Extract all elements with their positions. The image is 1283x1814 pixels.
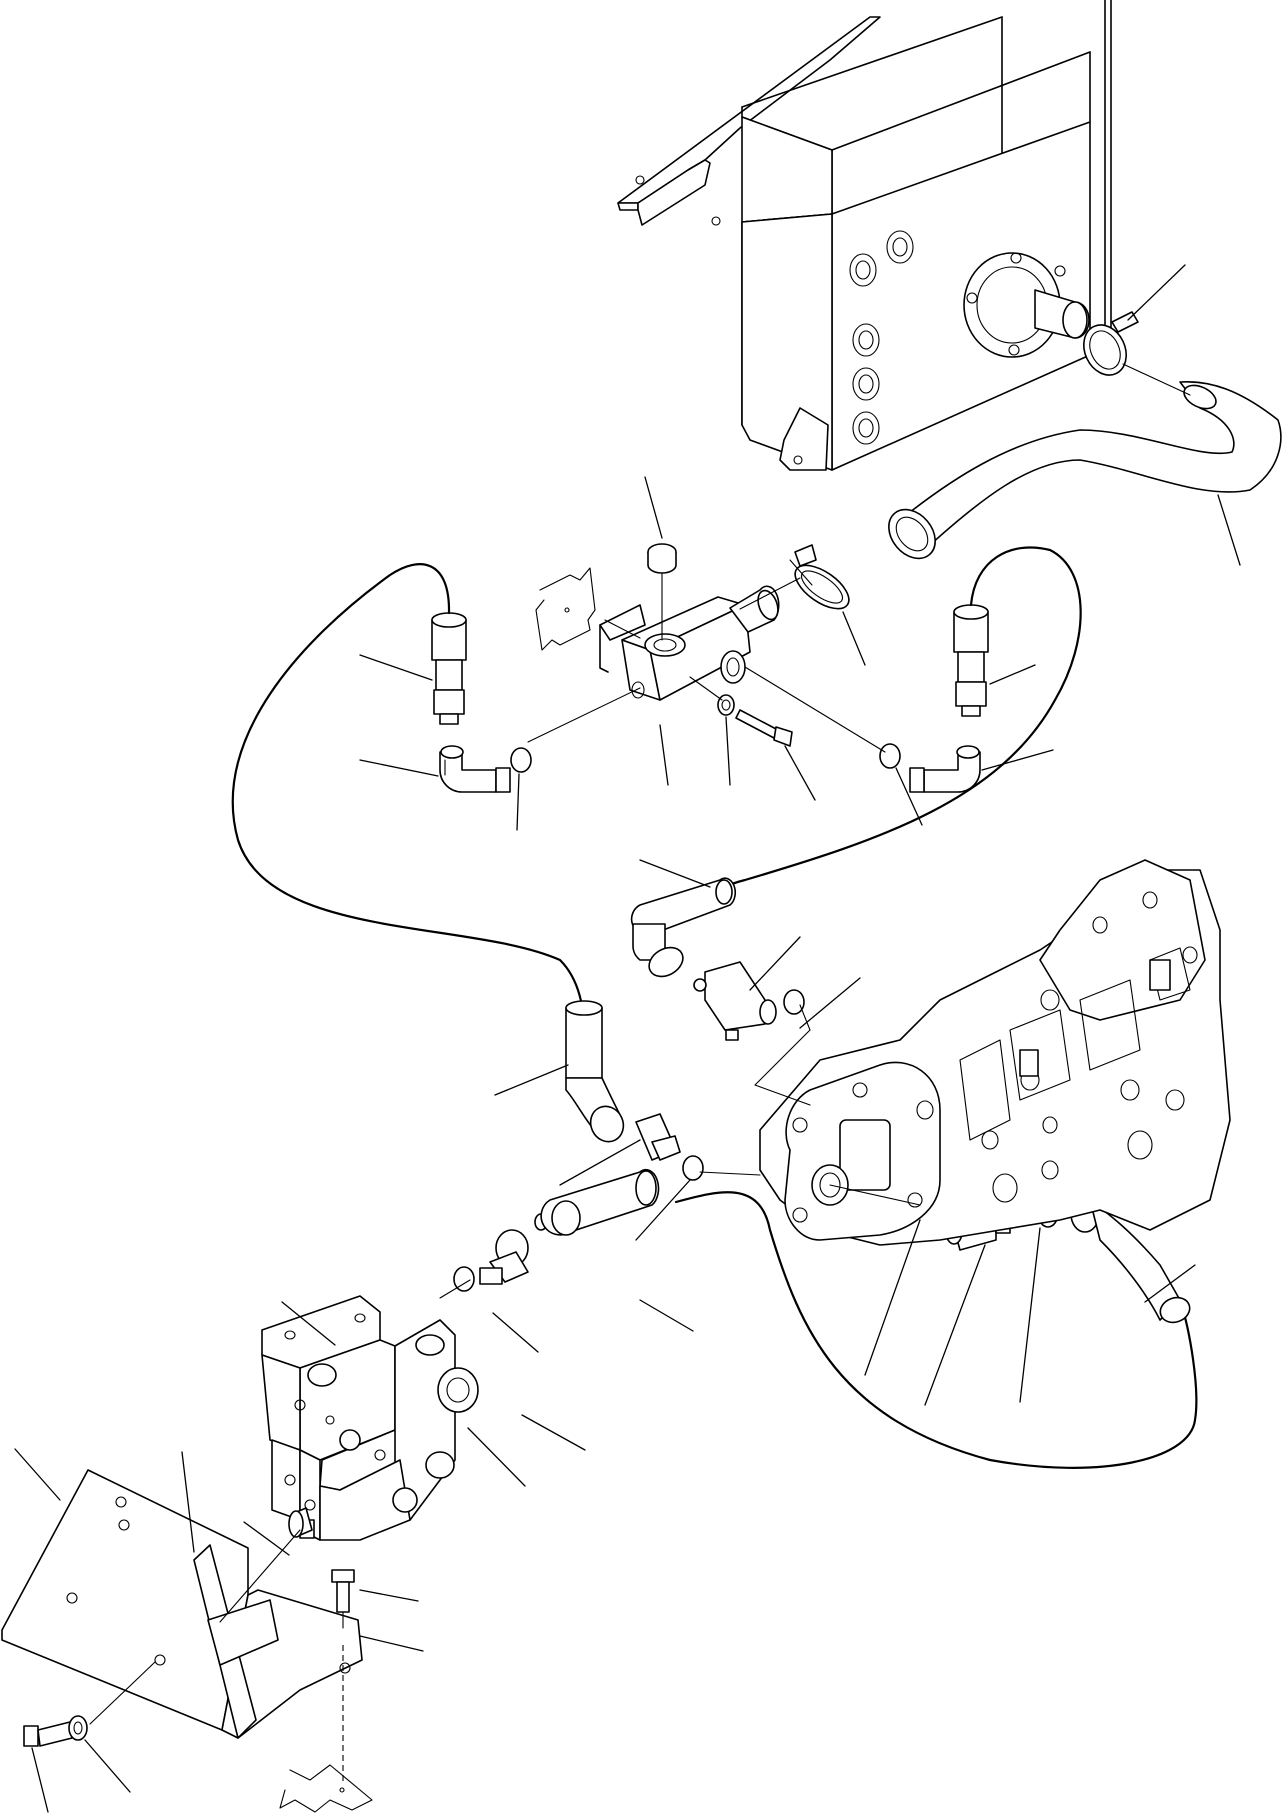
block-washer xyxy=(718,695,734,715)
hose-assembly xyxy=(233,547,1197,1467)
hose-fitting-left xyxy=(432,613,466,724)
block-bolt xyxy=(736,710,792,746)
block-mount-outline xyxy=(536,568,595,650)
hose-fitting-right xyxy=(954,605,988,716)
hose-clamp-lower xyxy=(788,545,856,617)
hydraulic-tank xyxy=(618,0,1111,470)
main-pump xyxy=(760,860,1230,1245)
elbow-fitting-left xyxy=(440,746,510,792)
callout-leaders xyxy=(15,265,1240,1812)
straight-connector xyxy=(636,1114,680,1160)
hose-fitting-lower-mid xyxy=(541,1170,658,1235)
assembly-lines xyxy=(90,364,1190,1782)
elbow-fitting-right xyxy=(910,746,980,792)
block-plug xyxy=(648,544,676,640)
bracket-washer-lower xyxy=(69,1716,87,1740)
hose-fitting-lower-left xyxy=(566,1001,629,1147)
bracket-bolt-lower xyxy=(24,1722,72,1746)
floor-mount-outline xyxy=(280,1765,372,1812)
tank-outlet-flange xyxy=(964,253,1089,357)
control-valve xyxy=(262,1296,478,1540)
distribution-block xyxy=(600,586,782,700)
tee-fitting xyxy=(694,962,776,1040)
bracket-bolt xyxy=(332,1570,354,1612)
mounting-bracket xyxy=(2,1470,362,1738)
hose-fitting-middle xyxy=(632,878,736,982)
suction-hose-bent xyxy=(879,381,1280,568)
straight-connector-lower xyxy=(480,1230,528,1284)
